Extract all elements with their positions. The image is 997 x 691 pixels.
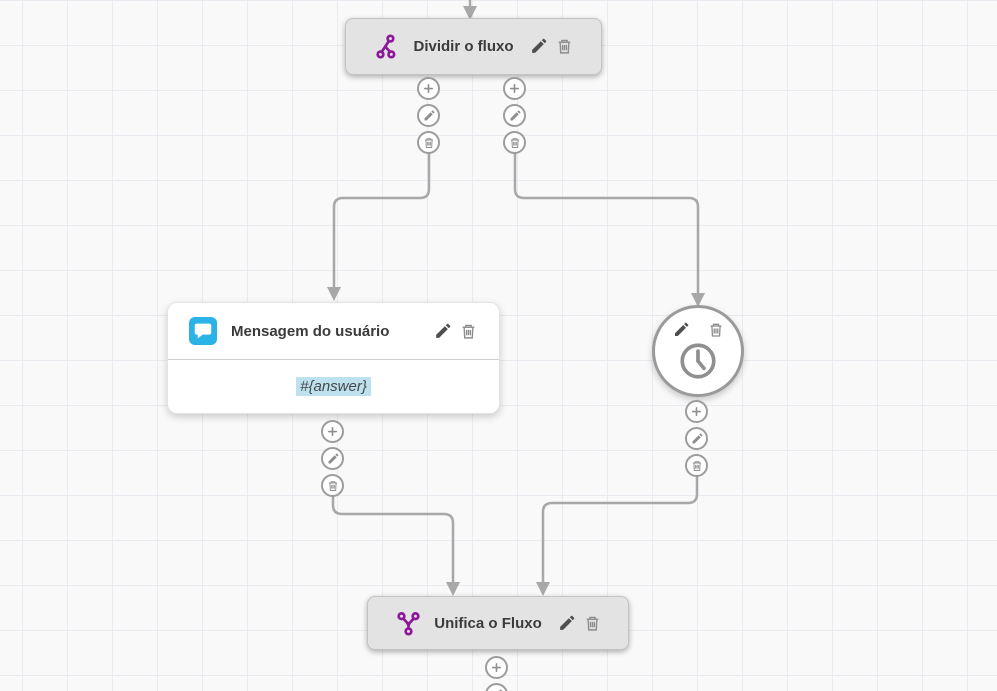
clock-icon — [677, 340, 719, 382]
trash-icon — [460, 323, 477, 340]
node-split-flow[interactable]: Dividir o fluxo — [345, 18, 602, 75]
edit-connection-button[interactable] — [417, 104, 440, 127]
add-step-button[interactable] — [485, 656, 508, 679]
delete-connection-button[interactable] — [417, 131, 440, 154]
trash-icon — [584, 615, 601, 632]
delete-connection-button[interactable] — [685, 454, 708, 477]
pencil-icon — [509, 110, 521, 122]
variable-chip: #{answer} — [296, 377, 371, 396]
plus-icon — [490, 661, 503, 674]
pencil-icon — [691, 433, 703, 445]
delete-connection-button[interactable] — [503, 131, 526, 154]
edit-connection-button[interactable] — [685, 427, 708, 450]
pencil-icon — [530, 38, 547, 55]
connector-timer-to-merge — [536, 465, 699, 596]
edit-node-button[interactable] — [558, 615, 575, 632]
connection-actions-merge — [485, 656, 508, 691]
chat-bubble-icon — [192, 320, 214, 342]
node-timer[interactable] — [652, 305, 744, 397]
node-title: Mensagem do usuário — [231, 322, 390, 340]
plus-icon — [422, 82, 435, 95]
split-flow-icon — [374, 33, 401, 60]
node-actions — [673, 322, 724, 338]
delete-node-button[interactable] — [708, 322, 724, 338]
connector-split-to-message — [327, 143, 431, 301]
connection-actions-timer — [685, 400, 708, 477]
delete-node-button[interactable] — [460, 323, 477, 340]
connector-split-to-timer — [513, 143, 705, 307]
pencil-icon — [327, 453, 339, 465]
edit-connection-button[interactable] — [503, 104, 526, 127]
connector-message-to-merge — [331, 485, 460, 596]
connection-actions-split-left — [417, 77, 440, 154]
trash-icon — [423, 137, 435, 149]
connector-into-split — [463, 0, 477, 20]
node-body: #{answer} — [168, 360, 499, 413]
add-step-button[interactable] — [321, 420, 344, 443]
node-header: Mensagem do usuário — [168, 303, 499, 360]
edit-node-button[interactable] — [673, 322, 689, 338]
delete-node-button[interactable] — [556, 38, 573, 55]
node-merge-flow[interactable]: Unifica o Fluxo — [367, 596, 629, 650]
delete-connection-button[interactable] — [321, 474, 344, 497]
trash-icon — [708, 322, 724, 338]
edit-node-button[interactable] — [530, 38, 547, 55]
pencil-icon — [423, 110, 435, 122]
plus-icon — [508, 82, 521, 95]
node-title: Dividir o fluxo — [413, 38, 514, 55]
message-icon-box — [189, 317, 217, 345]
edit-connection-button[interactable] — [485, 683, 508, 691]
merge-flow-icon — [395, 610, 422, 637]
trash-icon — [327, 480, 339, 492]
trash-icon — [509, 137, 521, 149]
edit-node-button[interactable] — [434, 323, 451, 340]
trash-icon — [691, 460, 703, 472]
plus-icon — [690, 405, 703, 418]
connection-actions-split-right — [503, 77, 526, 154]
node-title: Unifica o Fluxo — [434, 614, 542, 632]
pencil-icon — [434, 323, 451, 340]
edit-connection-button[interactable] — [321, 447, 344, 470]
connection-actions-message — [321, 420, 344, 497]
node-user-message[interactable]: Mensagem do usuário #{answer} — [167, 302, 500, 414]
pencil-icon — [558, 615, 575, 632]
add-step-button[interactable] — [417, 77, 440, 100]
plus-icon — [326, 425, 339, 438]
trash-icon — [556, 38, 573, 55]
pencil-icon — [673, 322, 689, 338]
add-step-button[interactable] — [503, 77, 526, 100]
add-step-button[interactable] — [685, 400, 708, 423]
delete-node-button[interactable] — [584, 615, 601, 632]
